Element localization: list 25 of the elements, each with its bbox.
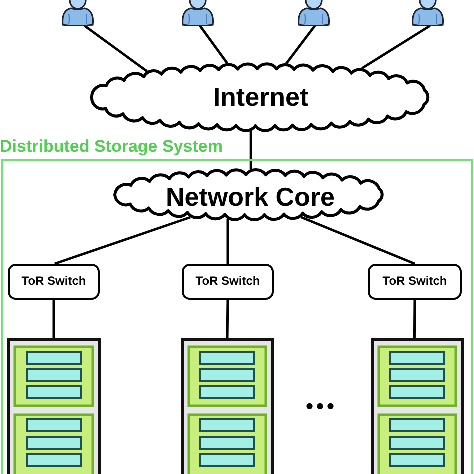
- cloud-label: Network Core: [166, 183, 336, 213]
- person-icon: [410, 0, 446, 26]
- switch-label: ToR Switch: [382, 275, 448, 289]
- connector-line: [226, 300, 230, 338]
- connector-line: [250, 131, 252, 170]
- person-icon: [296, 0, 332, 26]
- person-icon: [180, 0, 216, 26]
- switch-node: [368, 264, 462, 300]
- cloud-label: Internet: [213, 82, 309, 112]
- person-icon: [60, 0, 96, 26]
- switch-node: [8, 264, 100, 300]
- connector-line: [199, 25, 228, 64]
- connector-line: [226, 219, 230, 264]
- connector-line: [362, 24, 431, 70]
- connector-line: [54, 216, 191, 266]
- switch-node: [182, 264, 274, 300]
- group-title: Distributed Storage System: [0, 137, 223, 156]
- switch-label: ToR Switch: [22, 275, 86, 289]
- connector-line: [52, 300, 56, 338]
- connector-line: [84, 24, 148, 73]
- switch-label: ToR Switch: [196, 275, 260, 289]
- connector-line: [286, 25, 316, 64]
- connector-line: [300, 216, 416, 266]
- ellipsis-text: ...: [305, 401, 338, 413]
- connector-line: [413, 300, 416, 338]
